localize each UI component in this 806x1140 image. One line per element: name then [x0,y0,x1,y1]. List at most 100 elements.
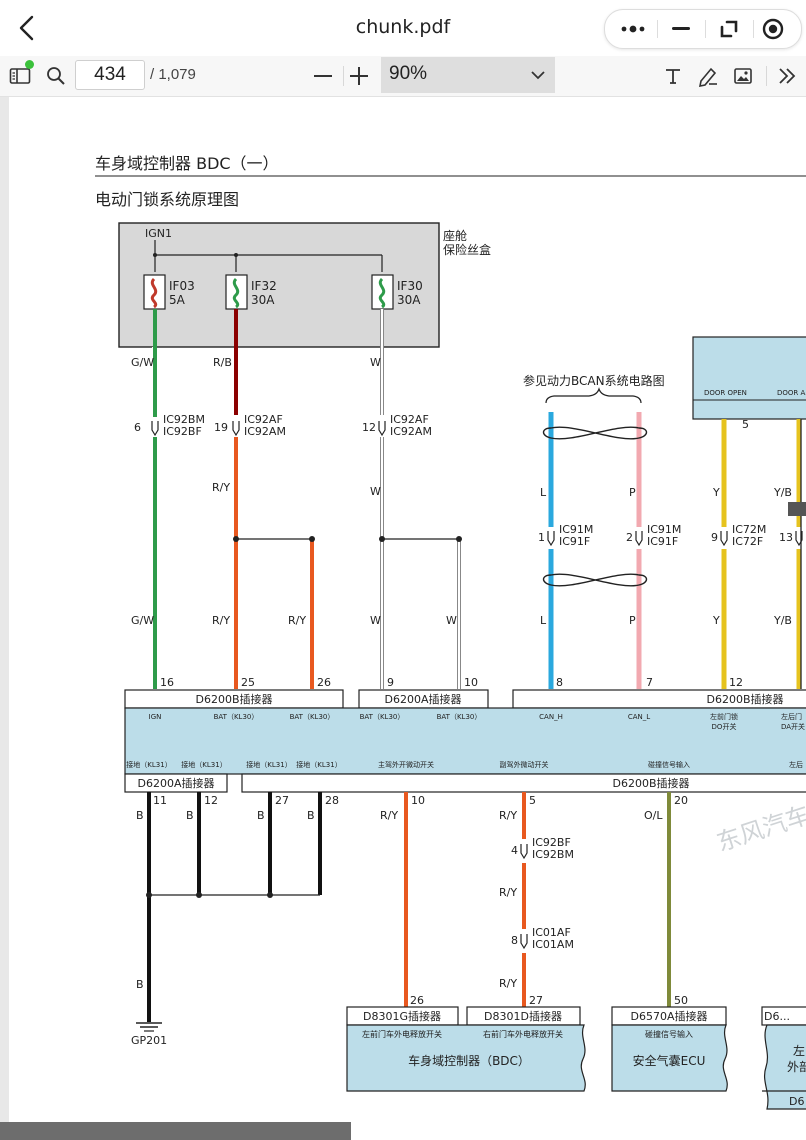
wire-color-label: R/Y [212,481,230,494]
back-button[interactable] [12,12,44,44]
zoom-out-button[interactable] [309,62,337,90]
splice-connector: IC72F [732,535,763,548]
fuse-box-label-2: 保险丝盒 [443,242,491,257]
signal-label: CAN_L [628,713,650,721]
page-number-input[interactable] [75,60,145,90]
sidebar-panel-icon [9,68,31,84]
restore-window-icon [720,20,738,38]
signal-label: 碰撞信号输入 [645,1029,693,1039]
splice-connector: IC92BF [532,836,571,849]
minimize-icon [672,27,690,30]
minimize-button[interactable] [657,10,705,48]
splice-marker: 8 IC01AF IC01AM [511,926,574,951]
wire-color-label: O/L [644,809,663,822]
wire-color-label: R/B [213,356,232,369]
watermark: 东风汽车 [713,801,806,857]
splice-pin: 1 [538,531,545,544]
splice-pin: 19 [214,421,228,434]
splice-connector: IC01AF [532,926,571,939]
diagram-title: 电动门锁系统原理图 [95,190,239,209]
wire-color-label: B [136,809,144,822]
wire-color-label: Y/B [773,486,792,499]
chevron-down-icon [531,71,545,80]
signal-label: BAT（KL30） [360,713,405,721]
wire-ground [136,792,322,1032]
search-button[interactable] [42,62,70,90]
splice-marker: 9 IC72M IC72F [711,523,766,548]
pin-number: 20 [674,794,688,807]
zoom-in-button[interactable] [345,62,373,90]
splice-connector: IC91F [559,535,590,548]
wire-color-label: P [629,614,636,627]
connector-name: D6200A插接器 [385,692,462,706]
text-tool-button[interactable] [659,62,687,90]
fuse-if32: IF32 30A [225,274,277,310]
connector-name: D6200B插接器 [195,692,272,706]
wire-color-label: W [370,485,381,498]
draw-tool-button[interactable] [694,62,722,90]
signal-label: 接地（KL31） [246,760,291,769]
connector-name: D6570A插接器 [631,1009,708,1023]
module-name: 车身域控制器（BDC） [408,1053,530,1068]
connector-name: D8301D插接器 [484,1009,562,1023]
module-name: 安全气囊ECU [633,1053,706,1068]
twisted-pair-symbol [542,573,648,587]
window-controls [604,9,802,49]
bcan-bracket [545,387,642,404]
door-signal: DOOR A... [777,389,806,397]
wire-color-label: W [370,614,381,627]
signal-label: CAN_H [539,713,563,721]
wire-color-label: G/W [131,614,154,627]
image-tool-button[interactable] [729,62,757,90]
signal-label: BAT（KL30） [437,713,482,721]
double-chevron-right-icon [779,68,796,84]
divider [343,66,344,86]
signal-label: IGN [149,713,162,721]
wire-color-label: R/Y [212,614,230,627]
pin-number: 5 [529,794,536,807]
signal-label: 左前门锁 [710,712,738,721]
signal-label: BAT（KL30） [214,713,259,721]
restore-button[interactable] [705,10,753,48]
pin-number: 10 [411,794,425,807]
module-name: 左 [793,1043,805,1058]
page-total: / 1,079 [150,66,196,83]
bdc-top-signals: IGN BAT（KL30） BAT（KL30） BAT（KL30） BAT（KL… [149,712,805,731]
more-button[interactable] [609,10,657,48]
module-name: D6 [789,1095,804,1108]
record-button[interactable] [749,10,797,48]
splice-connector: IC92BF [163,425,202,438]
wire-color-label: L [540,614,547,627]
splice-connector: IC91F [647,535,678,548]
wire-color-label: R/Y [499,809,517,822]
divider [705,20,706,38]
twisted-pair-symbol [542,426,648,440]
wire-rb [233,309,315,689]
signal-label: 接地（KL31） [126,760,171,769]
wire-color-label: G/W [131,356,154,369]
sidebar-toggle-button[interactable] [6,62,34,90]
record-icon [762,18,784,40]
horizontal-scrollbar[interactable] [0,1122,351,1140]
fuse-name: IF03 [169,279,195,293]
bdc-module [124,707,806,775]
splice-marker: 6 IC92BM IC92BF [134,413,205,438]
right-module [764,1024,806,1110]
wire-color-label: R/Y [499,977,517,990]
more-tools-button[interactable] [773,62,801,90]
zoom-select[interactable]: 90% [381,57,555,93]
pin-number: 16 [160,676,174,689]
signal-label: 主驾外开微动开关 [378,760,434,769]
splice-marker: 13 [779,531,803,547]
signal-label: 右前门车外电释放开关 [483,1029,563,1039]
pin-number: 27 [275,794,289,807]
signal-label: 接地（KL31） [181,760,226,769]
document-viewer[interactable]: 车身域控制器 BDC（一） 电动门锁系统原理图 座舱 保险丝盒 IGN1 IF0… [0,97,806,1140]
connector-name: D8301G插接器 [363,1009,441,1023]
splice-connector: IC92AF [244,413,283,426]
fuse-name: IF32 [251,279,277,293]
pen-icon [698,67,717,87]
fuse-box-label-1: 座舱 [443,228,467,243]
splice-marker: 19 IC92AF IC92AM [214,413,286,438]
splice-marker: 12 IC92AF IC92AM [362,413,432,438]
